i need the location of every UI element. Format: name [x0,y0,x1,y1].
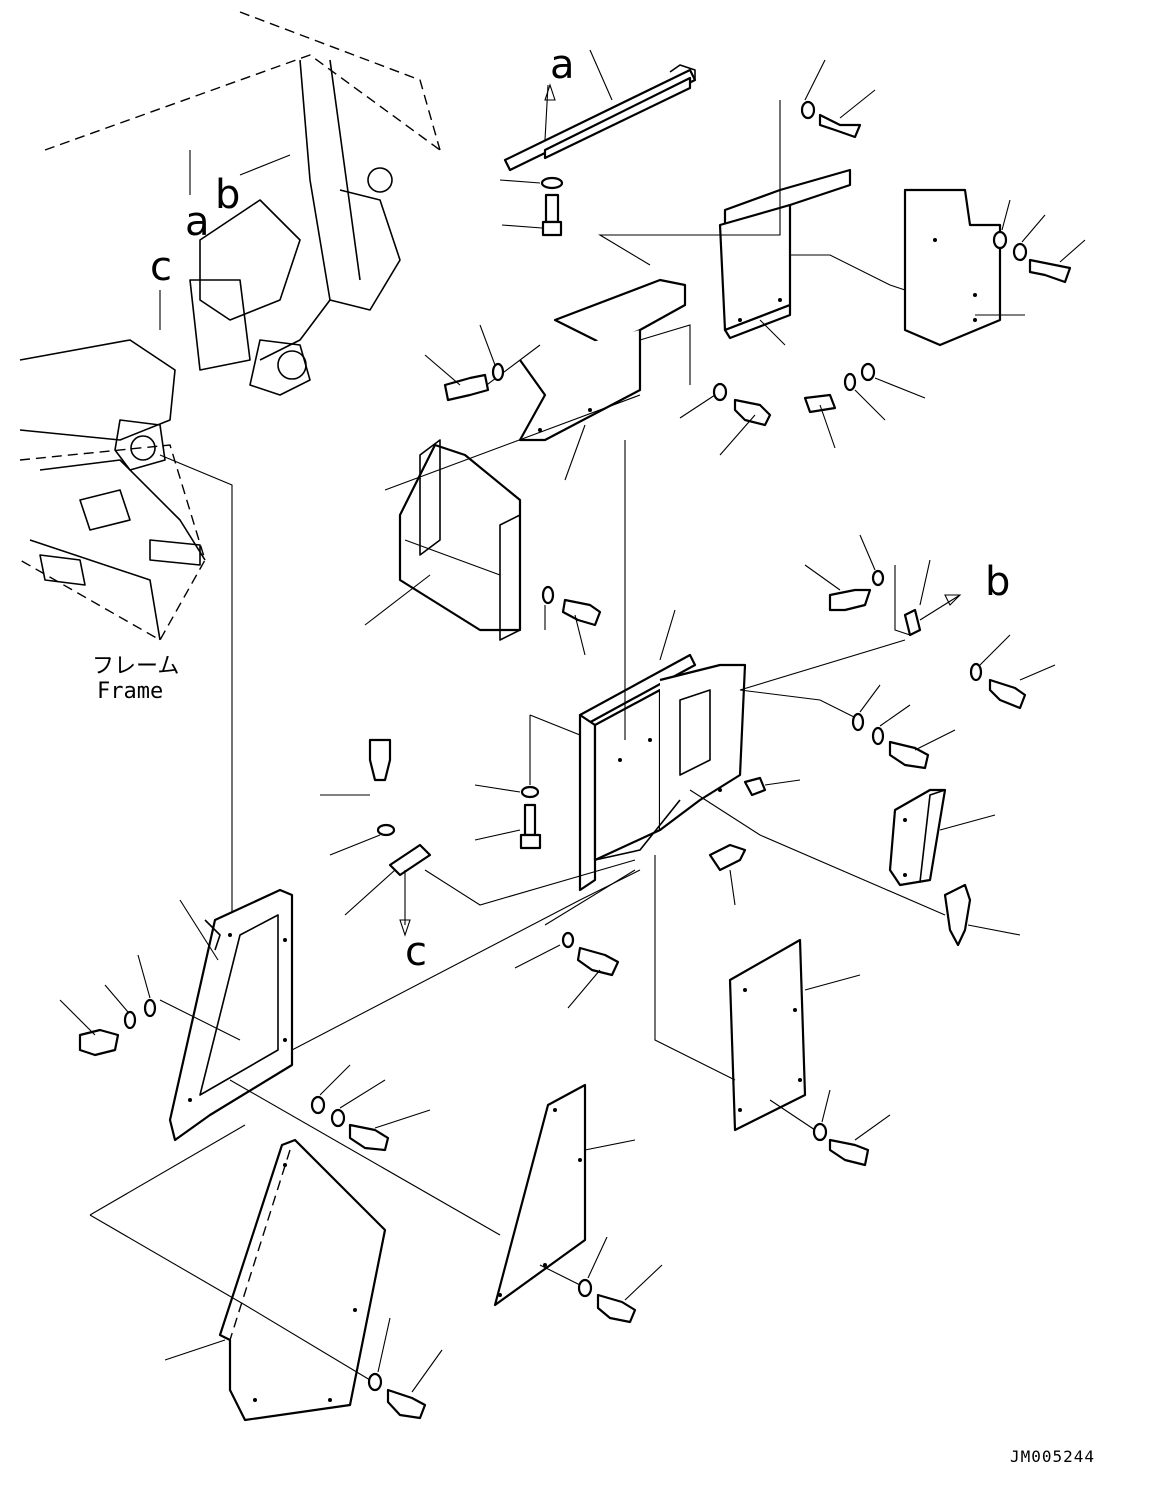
left-middle-panel [398,439,522,641]
frame-label-en: Frame [97,679,163,704]
rail-bolt-set [499,176,564,237]
b-bracket [894,565,962,637]
ref-a-frame-label: a [185,199,210,245]
frame-leader-line [159,454,233,1080]
center-bottom-panel [493,1083,587,1307]
upper-right-cover [903,188,1002,347]
bolt-set-middle-bottom [514,869,636,1009]
bolt-set-lower-left [59,954,431,1152]
duct-bracket [518,278,687,442]
bolt-set-bottom-left [367,1317,443,1420]
frame-label-jp: フレーム [92,654,179,679]
ref-b-right-label: b [985,559,1010,605]
top-rail-bracket [503,64,697,172]
machine-frame [19,11,441,641]
lower-left-frame [168,888,294,1142]
ref-c-frame-label: c [150,244,172,290]
right-small-plate [888,788,947,887]
bolt-set-center [320,738,542,937]
ref-a-rail-label: a [550,42,575,88]
bolt-set-left-middle [541,585,602,656]
bolt-set-top-right [800,59,1086,284]
bolt-set-center-bottom [577,1236,663,1324]
bolt-set-right-bottom [812,1089,891,1167]
ref-b-frame-label: b [215,172,240,218]
rail-leader [589,49,613,101]
center-frame-panel [578,653,747,892]
latch-part [943,883,1021,947]
right-large-panel [728,938,807,1132]
upper-right-bracket [718,168,852,340]
ref-c-center-label: c [405,929,427,975]
drawing-code: JM005244 [1010,1447,1095,1466]
bottom-left-panel [218,1138,387,1422]
bolt-set-right [708,534,1056,906]
bolt-set-duct [424,324,926,456]
